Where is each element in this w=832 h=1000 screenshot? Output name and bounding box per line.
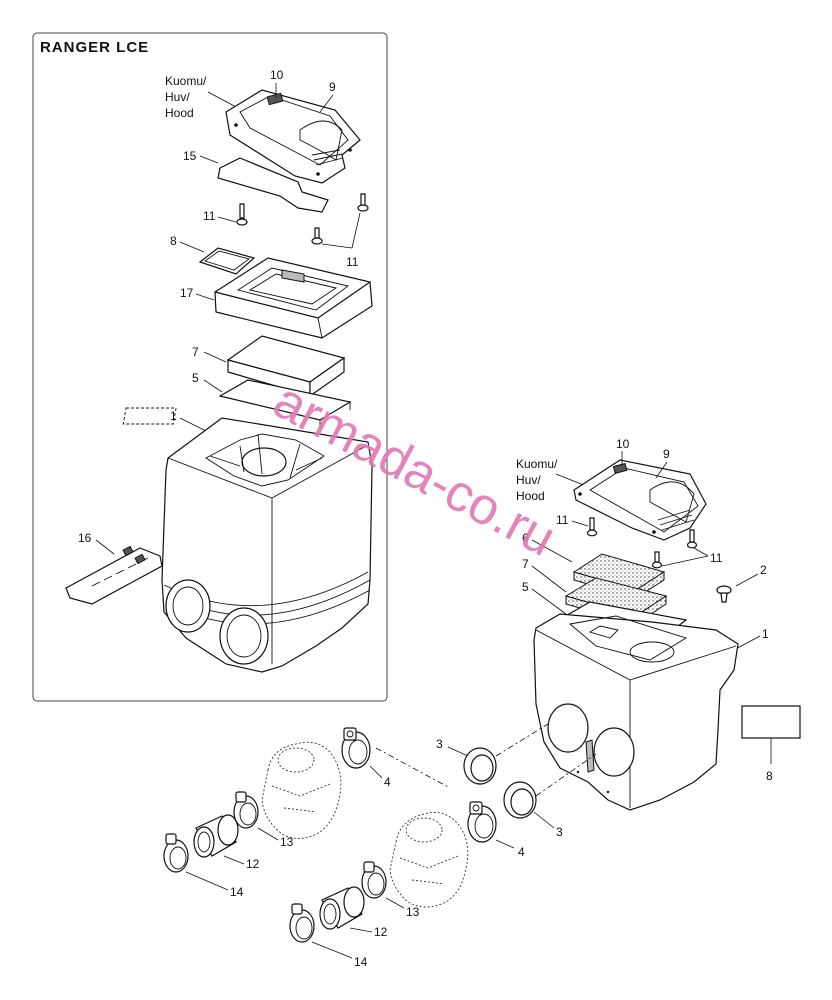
main-callout-12b: 12 <box>374 925 388 939</box>
inset-callout-11a: 11 <box>203 209 216 223</box>
inset-screw-c <box>311 227 323 245</box>
boot-12-upper <box>193 814 239 858</box>
main-callout-2: 2 <box>760 563 767 577</box>
main-callout-1: 1 <box>762 627 769 641</box>
inset-hood-part <box>225 89 361 184</box>
clamp-14-lower <box>289 903 315 943</box>
inset-callout-17: 17 <box>180 286 194 300</box>
main-push-rivet <box>716 585 732 603</box>
clamp-14-upper <box>163 833 189 873</box>
carburetor-lower <box>389 811 469 908</box>
inset-border <box>32 32 388 702</box>
main-callout-14a: 14 <box>230 885 244 899</box>
inset-gasket-plate <box>217 157 329 213</box>
main-callout-14b: 14 <box>354 955 368 969</box>
main-callout-4b: 4 <box>518 845 525 859</box>
main-callout-8: 8 <box>766 769 773 783</box>
main-hood-part <box>573 459 707 541</box>
main-callout-3b: 3 <box>556 825 563 839</box>
inset-callout-9: 9 <box>329 80 336 94</box>
inset-callout-15: 15 <box>183 149 197 163</box>
clamp-13-upper <box>233 791 259 829</box>
clamp-13-lower <box>361 861 387 899</box>
main-screw-c <box>651 551 663 569</box>
inset-strap <box>65 545 163 605</box>
inset-callout-1: 1 <box>170 409 177 423</box>
main-decal <box>741 705 801 739</box>
main-callout-11a: 11 <box>556 513 569 527</box>
main-callout-12a: 12 <box>246 857 260 871</box>
carburetor-upper <box>261 741 342 839</box>
inset-filter-element <box>226 335 346 398</box>
inset-callout-11b: 11 <box>346 255 359 269</box>
main-clamp-upper <box>341 727 371 769</box>
main-hood-label-3: Hood <box>516 489 545 503</box>
inset-panel: RANGER LCE Kuomu/ Huv/ Hood 10 9 15 11 <box>32 32 388 702</box>
main-callout-5: 5 <box>522 580 529 594</box>
main-grommet-a <box>463 747 497 785</box>
inset-hood-label-1: Kuomu/ <box>165 74 207 88</box>
main-airbox <box>533 613 739 811</box>
main-callout-10: 10 <box>616 437 630 451</box>
inset-screw-b <box>357 193 369 212</box>
inset-hood-label-3: Hood <box>165 106 194 120</box>
main-callout-11b: 11 <box>710 551 723 565</box>
inset-callout-10: 10 <box>270 68 284 82</box>
main-callout-6: 6 <box>522 531 529 545</box>
main-callout-3a: 3 <box>436 737 443 751</box>
main-screw-a <box>586 517 598 537</box>
inset-screen <box>218 379 352 428</box>
main-callout-13a: 13 <box>280 835 294 849</box>
main-callout-4a: 4 <box>384 775 391 789</box>
inset-callout-5: 5 <box>192 371 199 385</box>
inset-callout-16: 16 <box>78 531 92 545</box>
main-clamp-lower <box>467 801 497 843</box>
main-hood-label-2: Huv/ <box>516 473 541 487</box>
inset-screw-a <box>236 203 248 226</box>
inset-callout-8: 8 <box>170 234 177 248</box>
main-callout-9: 9 <box>663 447 670 461</box>
main-callout-13b: 13 <box>406 905 420 919</box>
boot-12-lower <box>319 886 365 930</box>
inset-callout-7: 7 <box>192 345 199 359</box>
main-hood-label-1: Kuomu/ <box>516 457 558 471</box>
inset-title: RANGER LCE <box>40 39 149 56</box>
main-screw-b <box>686 529 698 549</box>
main-grommet-b <box>503 781 537 819</box>
main-callout-7: 7 <box>522 557 529 571</box>
inset-airbox <box>122 407 373 673</box>
inset-filter-frame <box>214 257 373 339</box>
inset-hood-label-2: Huv/ <box>165 90 190 104</box>
